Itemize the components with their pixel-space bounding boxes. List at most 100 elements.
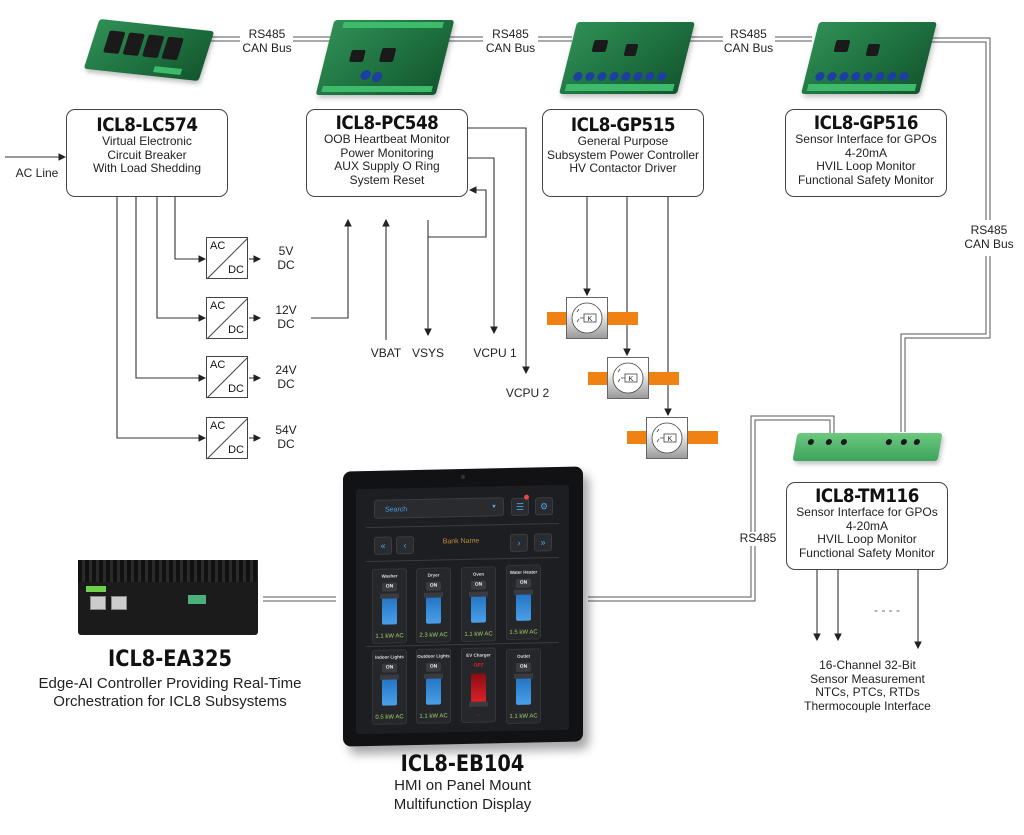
- relay-contactor-1: K: [566, 297, 608, 339]
- bus-ea-hmi: [263, 596, 336, 602]
- switch-cap: [424, 673, 443, 679]
- module-desc-line: HVIL Loop Monitor: [816, 159, 916, 173]
- rail-vsys: VSYS: [411, 346, 444, 360]
- module-desc-line: Functional Safety Monitor: [798, 545, 936, 560]
- module-desc-line: Sensor Interface for GPOs: [795, 132, 937, 146]
- toggle-switch[interactable]: [382, 675, 397, 706]
- hmi-settings-button[interactable]: ⚙: [535, 497, 553, 516]
- pcb-pc548-image: [315, 20, 455, 95]
- contactor-icon: K: [571, 302, 603, 334]
- bus-link-3: [688, 36, 812, 42]
- hmi-prev-bank-button[interactable]: ‹: [396, 536, 414, 555]
- tile-state: ON: [382, 582, 397, 592]
- tile-state: ON: [471, 580, 486, 590]
- double-chevron-right-icon: »: [540, 537, 546, 548]
- acdc-converter-5v: AC DC: [206, 237, 249, 280]
- hmi-tile-ev-charger[interactable]: EV Charger OFF -: [461, 647, 496, 724]
- hmi-first-bank-button[interactable]: «: [374, 536, 392, 555]
- toggle-switch[interactable]: [471, 592, 486, 623]
- bus-label-can: CAN Bus: [964, 236, 1014, 251]
- tm116-output-description: 16-Channel 32-Bit Sensor Measurement NTC…: [780, 658, 955, 713]
- module-desc-line: Virtual Electronic: [102, 134, 192, 148]
- pcb-gp515-image: [559, 22, 695, 94]
- converter-ac-label: AC: [210, 359, 226, 371]
- hmi-tile-outdoor-lights[interactable]: Outdoor Lights ON 1.1 kW AC: [416, 648, 451, 724]
- relay-contactor-3: K: [646, 417, 688, 459]
- hmi-search-input[interactable]: Search ▼: [374, 497, 504, 519]
- hmi-tile-outlet[interactable]: Outlet ON 1.1 kW AC: [506, 648, 541, 725]
- ac-line-label: AC Line: [15, 166, 59, 180]
- hmi-tile-dryer[interactable]: Dryer ON 2.3 kW AC: [416, 567, 451, 643]
- voltage-value: 54V: [275, 423, 297, 437]
- camera-dot: [461, 474, 465, 480]
- tm116-more-channels: - - - -: [874, 603, 900, 617]
- hmi-tile-washer[interactable]: Washer ON 1.1 kW AC: [372, 568, 407, 644]
- rail-vcpu2: VCPU 2: [505, 386, 550, 400]
- output-desc-line: Thermocouple Interface: [804, 698, 931, 713]
- toggle-switch[interactable]: [471, 673, 486, 704]
- hmi-menu-button[interactable]: ☰: [511, 497, 529, 516]
- bus-label-3: RS485 CAN Bus: [721, 27, 776, 55]
- ea325-device-image: [78, 560, 258, 635]
- converter-dc-label: DC: [228, 444, 244, 456]
- bus-label-2: RS485 CAN Bus: [483, 27, 538, 55]
- module-pc548: ICL8-PC548 OOB Heartbeat Monitor Power M…: [306, 109, 468, 197]
- converter-ac-label: AC: [210, 420, 226, 432]
- contactor-icon: K: [651, 422, 683, 454]
- switch-cap: [469, 591, 488, 597]
- toggle-switch[interactable]: [516, 674, 531, 705]
- module-desc-line: Power Monitoring: [340, 145, 434, 160]
- tile-name: Outlet: [517, 653, 530, 659]
- eb104-title: ICL8-EB104: [400, 752, 525, 777]
- bus-label-can: CAN Bus: [242, 40, 292, 55]
- ea325-desc-line: Orchestration for ICL8 Subsystems: [53, 693, 287, 710]
- tile-name: EV Charger: [466, 652, 491, 658]
- bus-hmi: [588, 415, 835, 602]
- tile-power: 1.1 kW AC: [419, 713, 448, 720]
- tile-power: 1.5 kW AC: [509, 629, 538, 637]
- voltage-value: 24V: [275, 363, 297, 377]
- acdc-converter-54v: AC DC: [206, 417, 249, 460]
- ea325-desc-line: Edge-AI Controller Providing Real-Time: [38, 675, 302, 692]
- toggle-switch[interactable]: [382, 594, 397, 625]
- tile-state: ON: [426, 662, 441, 672]
- voltage-type: DC: [277, 376, 295, 391]
- switch-cap: [380, 674, 399, 680]
- converter-dc-label: DC: [228, 264, 244, 276]
- voltage-value: 5V: [278, 244, 294, 258]
- tile-name: Washer: [381, 573, 398, 579]
- module-tm116: ICL8-TM116 Sensor Interface for GPOs 4-2…: [786, 482, 948, 570]
- module-title: ICL8-PC548: [335, 112, 439, 134]
- hmi-tile-oven[interactable]: Oven ON 1.1 kW AC: [461, 566, 496, 643]
- module-desc-line: OOB Heartbeat Monitor: [323, 132, 451, 146]
- tile-name: Indoor Lights: [375, 654, 404, 660]
- module-lc574: ICL8-LC574 Virtual Electronic Circuit Br…: [66, 109, 228, 197]
- menu-icon: ☰: [515, 501, 525, 512]
- bus-label-1: RS485 CAN Bus: [240, 27, 294, 55]
- relay-contactor-2: K: [607, 357, 649, 399]
- bus-link-1: [209, 36, 330, 42]
- tile-power: 0.5 kW AC: [375, 714, 404, 721]
- hmi-tile-indoor-lights[interactable]: Indoor Lights ON 0.5 kW AC: [372, 649, 407, 725]
- module-desc-line: With Load Shedding: [92, 161, 202, 175]
- module-desc-line: Circuit Breaker: [107, 147, 187, 162]
- toggle-switch[interactable]: [426, 674, 441, 705]
- switch-cap: [514, 589, 533, 595]
- tile-state: ON: [382, 663, 397, 673]
- hmi-tile-water-heater[interactable]: Water Heater ON 1.5 kW AC: [506, 564, 541, 641]
- toggle-switch[interactable]: [516, 590, 531, 621]
- relay-k-label: K: [668, 436, 673, 443]
- hmi-last-bank-button[interactable]: »: [534, 533, 552, 552]
- toggle-switch[interactable]: [426, 593, 441, 624]
- module-desc-line: Functional Safety Monitor: [797, 172, 935, 187]
- output-desc-line: 16-Channel 32-Bit: [819, 658, 916, 672]
- bus-label-hmi: RS485: [738, 531, 778, 546]
- bus-label-rs485: RS485: [248, 27, 286, 41]
- output-desc-line: NTCs, PTCs, RTDs: [815, 685, 920, 699]
- bus-label-rs485: RS485: [492, 27, 529, 41]
- hmi-next-bank-button[interactable]: ›: [510, 533, 528, 553]
